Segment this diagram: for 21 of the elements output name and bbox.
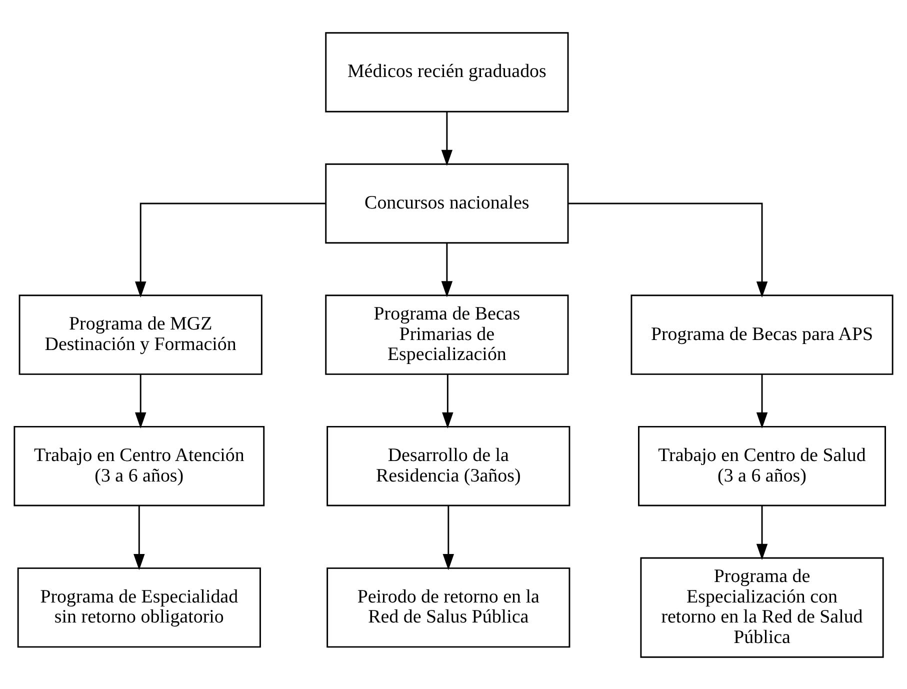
arrow (441, 242, 453, 297)
arrow (756, 505, 768, 560)
arrow (441, 111, 453, 166)
node-box: Trabajo en Centro Atención (3 a 6 años) (14, 425, 265, 506)
node-box: Desarrollo de la Residencia (3años) (326, 425, 570, 506)
node-box: Programa de MGZ Destinación y Formación (18, 294, 262, 374)
node-box: Concursos nacionales (325, 162, 569, 244)
arrow (756, 374, 768, 428)
arrow (134, 202, 326, 298)
arrow (568, 202, 768, 298)
node-box: Trabajo en Centro de Salud (3 a 6 años) (638, 425, 886, 506)
node-box: Programa de Becas para APS (630, 294, 894, 374)
node-box: Peirodo de retorno en la Red de Salus Pública (326, 566, 570, 648)
node-box: Programa de Especialización con retorno en la Red de Salud Pública (640, 556, 884, 658)
arrow (442, 505, 454, 570)
node-box: Médicos recién graduados (325, 32, 569, 112)
node-box: Programa de Especialidad sin retorno obligatorio (17, 566, 261, 648)
arrow (134, 505, 145, 570)
arrow (442, 374, 454, 428)
arrow (134, 374, 146, 428)
node-box: Programa de Becas Primarias de Especialización (325, 294, 569, 374)
